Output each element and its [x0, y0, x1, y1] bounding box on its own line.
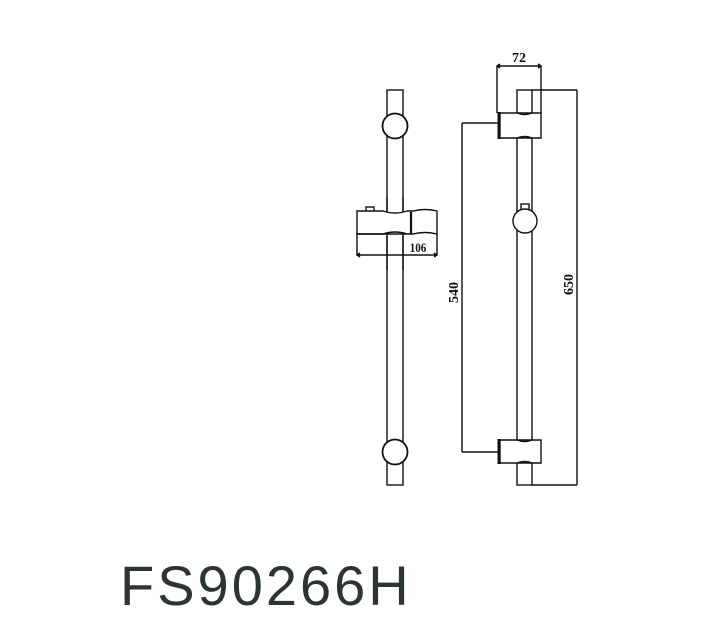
dim-label-72: 72 [512, 51, 526, 66]
side-bottom-bracket [462, 439, 542, 464]
model-code: FS90266H [120, 554, 412, 617]
side-view [461, 63, 578, 486]
front-slider [356, 197, 438, 270]
dim-label-650: 650 [562, 274, 577, 295]
side-middle-knob [512, 203, 538, 234]
dim-bracket-depth [495, 63, 543, 113]
dim-label-540: 540 [447, 282, 462, 303]
front-bottom-knob [381, 438, 409, 466]
front-top-knob [381, 112, 409, 140]
dim-slider-width [355, 252, 439, 258]
front-rail [386, 89, 404, 486]
side-rail [516, 89, 533, 486]
dim-label-106: 106 [410, 240, 427, 255]
side-top-bracket [462, 112, 542, 139]
front-view [355, 89, 439, 486]
